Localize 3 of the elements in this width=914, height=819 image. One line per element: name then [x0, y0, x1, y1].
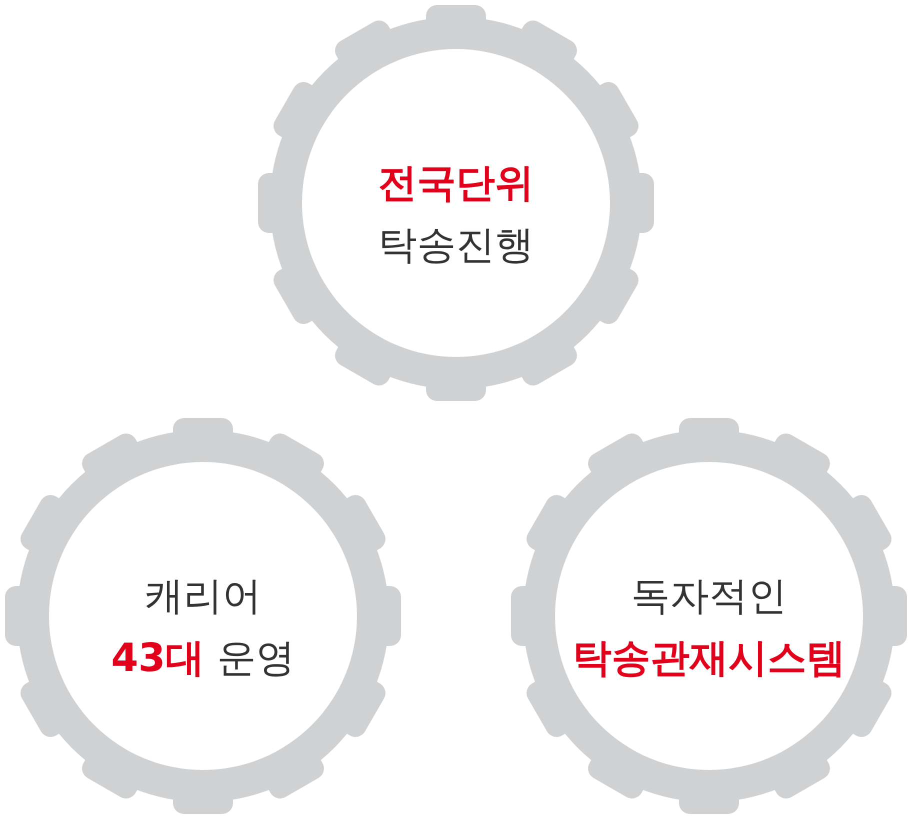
gear-label: 전국단위 탁송진행: [378, 160, 534, 270]
gear-label: 독자적인 탁송관재시스템: [572, 573, 846, 683]
gear-label: 캐리어 43대 운영: [111, 573, 295, 683]
